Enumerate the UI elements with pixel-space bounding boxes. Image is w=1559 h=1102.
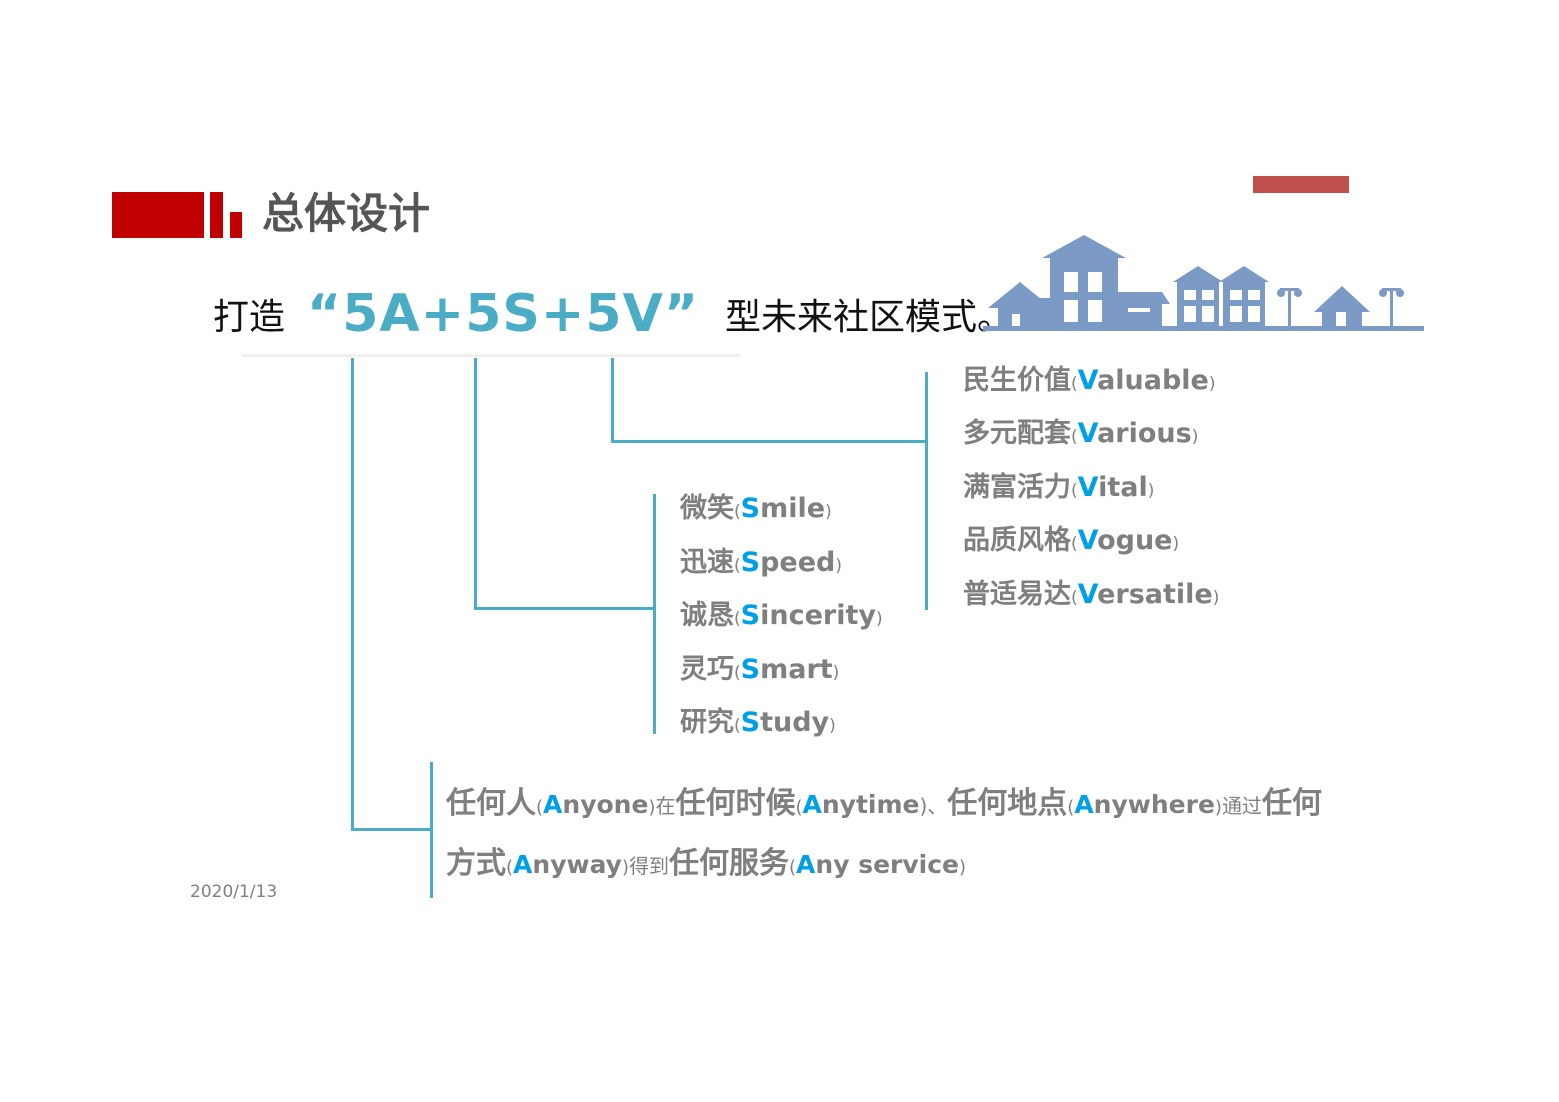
a-text-segment: 任何 [1261, 786, 1322, 821]
s-branch-drop [474, 358, 477, 610]
headline-prefix: 打造 [213, 297, 286, 338]
v-list-item: 民生价值(Valuable) [963, 365, 1216, 396]
a-text-segment: A [802, 790, 822, 819]
title-bar-icon-mid [210, 192, 223, 238]
title-bar-icon-small [230, 212, 242, 238]
a-branch-horizontal [351, 828, 433, 831]
a-text-segment: ) [621, 857, 630, 878]
headline: 打造 “5A+5S+5V” 型未来社区模式。 [213, 284, 1013, 354]
s-bracket [653, 494, 656, 734]
a-text-segment: ( [506, 857, 514, 878]
headline-suffix: 型未来社区模式。 [725, 297, 1014, 338]
a-text-segment: 任何时候 [675, 786, 796, 821]
s-list-item: 诚恳(Sincerity) [680, 600, 883, 631]
v-list-item: 品质风格(Vogue) [963, 525, 1180, 556]
s-list-item: 研究(Study) [680, 707, 836, 738]
a-text-segment: 得到 [629, 854, 670, 878]
v-branch-drop [611, 358, 614, 443]
v-branch-horizontal [611, 440, 928, 443]
a-branch-drop [351, 358, 354, 831]
a-text-segment: ( [789, 857, 797, 878]
s-list-item: 灵巧(Smart) [680, 654, 840, 685]
a-description-line-2: 方式(Anyway)得到任何服务(Any service) [446, 844, 966, 888]
s-list-item: 迅速(Speed) [680, 547, 843, 578]
page-title: 总体设计 [262, 189, 431, 238]
corner-accent-bar [1253, 176, 1349, 193]
a-bracket [430, 762, 433, 898]
slide-date: 2020/1/13 [190, 882, 278, 902]
a-text-segment: ( [536, 797, 544, 818]
a-text-segment: nyone [562, 790, 649, 819]
a-text-segment: ) [959, 857, 967, 878]
s-list-item: 微笑(Smile) [680, 493, 832, 524]
a-text-segment: 在 [655, 794, 676, 818]
a-text-segment: 任何地点 [947, 786, 1068, 821]
title-bar-icon-large [112, 192, 204, 238]
a-text-segment: ny service [815, 850, 960, 879]
a-text-segment: 方式 [446, 846, 506, 881]
a-text-segment: A [1074, 790, 1094, 819]
a-text-segment: ) [648, 797, 656, 818]
a-text-segment: 任何服务 [669, 846, 790, 881]
a-text-segment: A [543, 790, 563, 819]
s-branch-horizontal [474, 607, 656, 610]
a-text-segment: )、 [919, 794, 948, 818]
town-skyline-icon [983, 235, 1424, 331]
a-text-segment: 通过 [1221, 794, 1262, 818]
a-text-segment: ) [1214, 797, 1222, 818]
a-text-segment: nytime [821, 790, 920, 819]
v-bracket [925, 372, 928, 610]
a-text-segment: A [513, 850, 533, 879]
a-description-line-1: 任何人(Anyone)在任何时候(Anytime)、任何地点(Anywhere)… [446, 784, 1322, 828]
headline-underline [242, 354, 740, 357]
a-text-segment: ( [795, 797, 803, 818]
a-text-segment: ( [1067, 797, 1075, 818]
headline-highlight: “5A+5S+5V” [307, 284, 699, 344]
a-text-segment: nyway [532, 850, 622, 879]
a-text-segment: A [796, 850, 816, 879]
a-text-segment: nywhere [1093, 790, 1215, 819]
v-list-item: 多元配套(Various) [963, 418, 1199, 449]
v-list-item: 普适易达(Versatile) [963, 579, 1220, 610]
v-list-item: 满富活力(Vital) [963, 472, 1155, 503]
a-text-segment: 任何人 [446, 786, 536, 821]
